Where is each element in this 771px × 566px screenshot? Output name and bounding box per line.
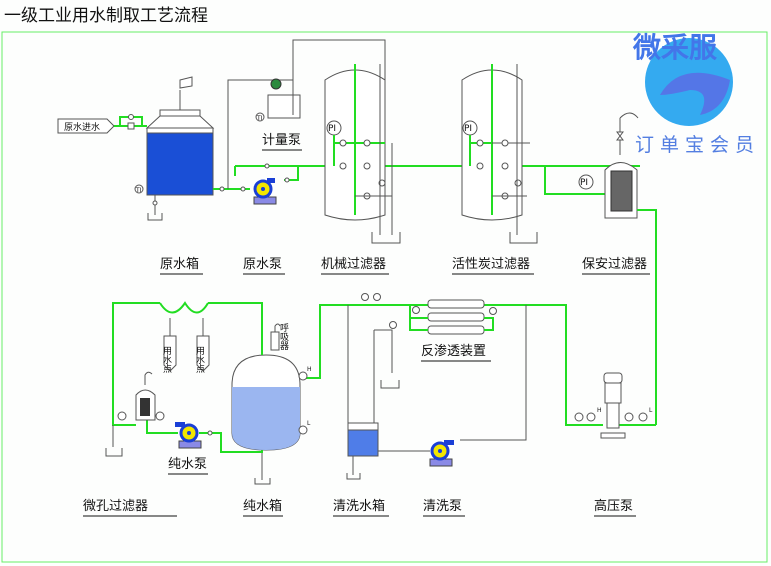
filter-cartridge xyxy=(610,170,633,212)
raw-water-pump xyxy=(253,178,277,205)
pure-tank-label: 纯水箱 xyxy=(243,498,282,514)
svg-text:用水点: 用水点 xyxy=(161,346,172,374)
carbon-filter-label: 活性炭过滤器 xyxy=(452,257,530,272)
breather-label: 呼吸器 xyxy=(278,323,289,350)
watermark: 微采服 订单宝会员 xyxy=(632,31,760,156)
cleaning-tank-label: 清洗水箱 xyxy=(333,498,385,514)
raw-water-tank: TI xyxy=(134,76,215,221)
svg-text:用水点: 用水点 xyxy=(194,346,205,374)
security-filter: 保安过滤器 xyxy=(582,112,657,425)
raw-water-inlet: 原水进水 xyxy=(57,118,115,134)
page-title: 一级工业用水制取工艺流程 xyxy=(4,6,208,26)
svg-text:L: L xyxy=(307,420,311,427)
raw-tank-label: 原水箱 xyxy=(160,256,199,272)
svg-text:H: H xyxy=(597,407,602,414)
svg-text:PI: PI xyxy=(580,178,588,188)
use-point-1: 用水点 xyxy=(161,318,177,374)
high-pressure-pump: H L 高压泵 xyxy=(574,372,653,517)
ro-unit: 反渗透装置 xyxy=(361,293,497,362)
raw-tank-water xyxy=(146,132,214,196)
raw-pump-label: 原水泵 xyxy=(243,257,282,272)
svg-text:L: L xyxy=(649,407,653,414)
diagram-frame xyxy=(1,31,768,563)
vent-valve-icon xyxy=(616,131,624,141)
svg-text:TI: TI xyxy=(256,115,263,122)
dosing-pump-label: 计量泵 xyxy=(262,133,301,148)
watermark-subtitle: 订单宝会员 xyxy=(635,134,760,156)
dosing-pump: TI 计量泵 xyxy=(255,78,302,151)
ro-unit-label: 反渗透装置 xyxy=(421,344,486,359)
vent-flag-icon xyxy=(179,76,193,89)
watermark-brand: 微采服 xyxy=(632,31,718,64)
pure-water-tank: 呼吸器 H L 纯水箱 xyxy=(231,323,312,517)
inlet-valves[interactable] xyxy=(114,114,147,130)
pure-tank-water xyxy=(232,387,300,450)
carbon-filter: PI 活性炭过滤器 xyxy=(452,64,538,275)
svg-text:TI: TI xyxy=(135,187,142,194)
mech-filter-label: 机械过滤器 xyxy=(321,257,386,272)
pure-pump-label: 纯水泵 xyxy=(168,457,207,472)
cleaning-pump-label: 清洗泵 xyxy=(423,499,462,514)
micro-filter: 微孔过滤器 xyxy=(83,371,177,517)
ti-gauge-icon xyxy=(134,184,144,194)
pure-water-pump: 纯水泵 xyxy=(168,422,208,475)
use-point-2: 用水点 xyxy=(194,318,210,374)
svg-text:H: H xyxy=(307,366,312,373)
high-pump-label: 高压泵 xyxy=(594,498,633,514)
security-filter-label: 保安过滤器 xyxy=(582,257,647,272)
svg-text:PI: PI xyxy=(328,124,336,134)
inlet-label: 原水进水 xyxy=(64,121,100,133)
cleaning-tank: 清洗水箱 xyxy=(333,422,389,517)
mechanical-filter: PI 机械过滤器 xyxy=(321,64,401,275)
micro-filter-label: 微孔过滤器 xyxy=(83,499,148,514)
cleaning-pump: 清洗泵 xyxy=(423,440,465,517)
svg-text:PI: PI xyxy=(464,124,472,134)
